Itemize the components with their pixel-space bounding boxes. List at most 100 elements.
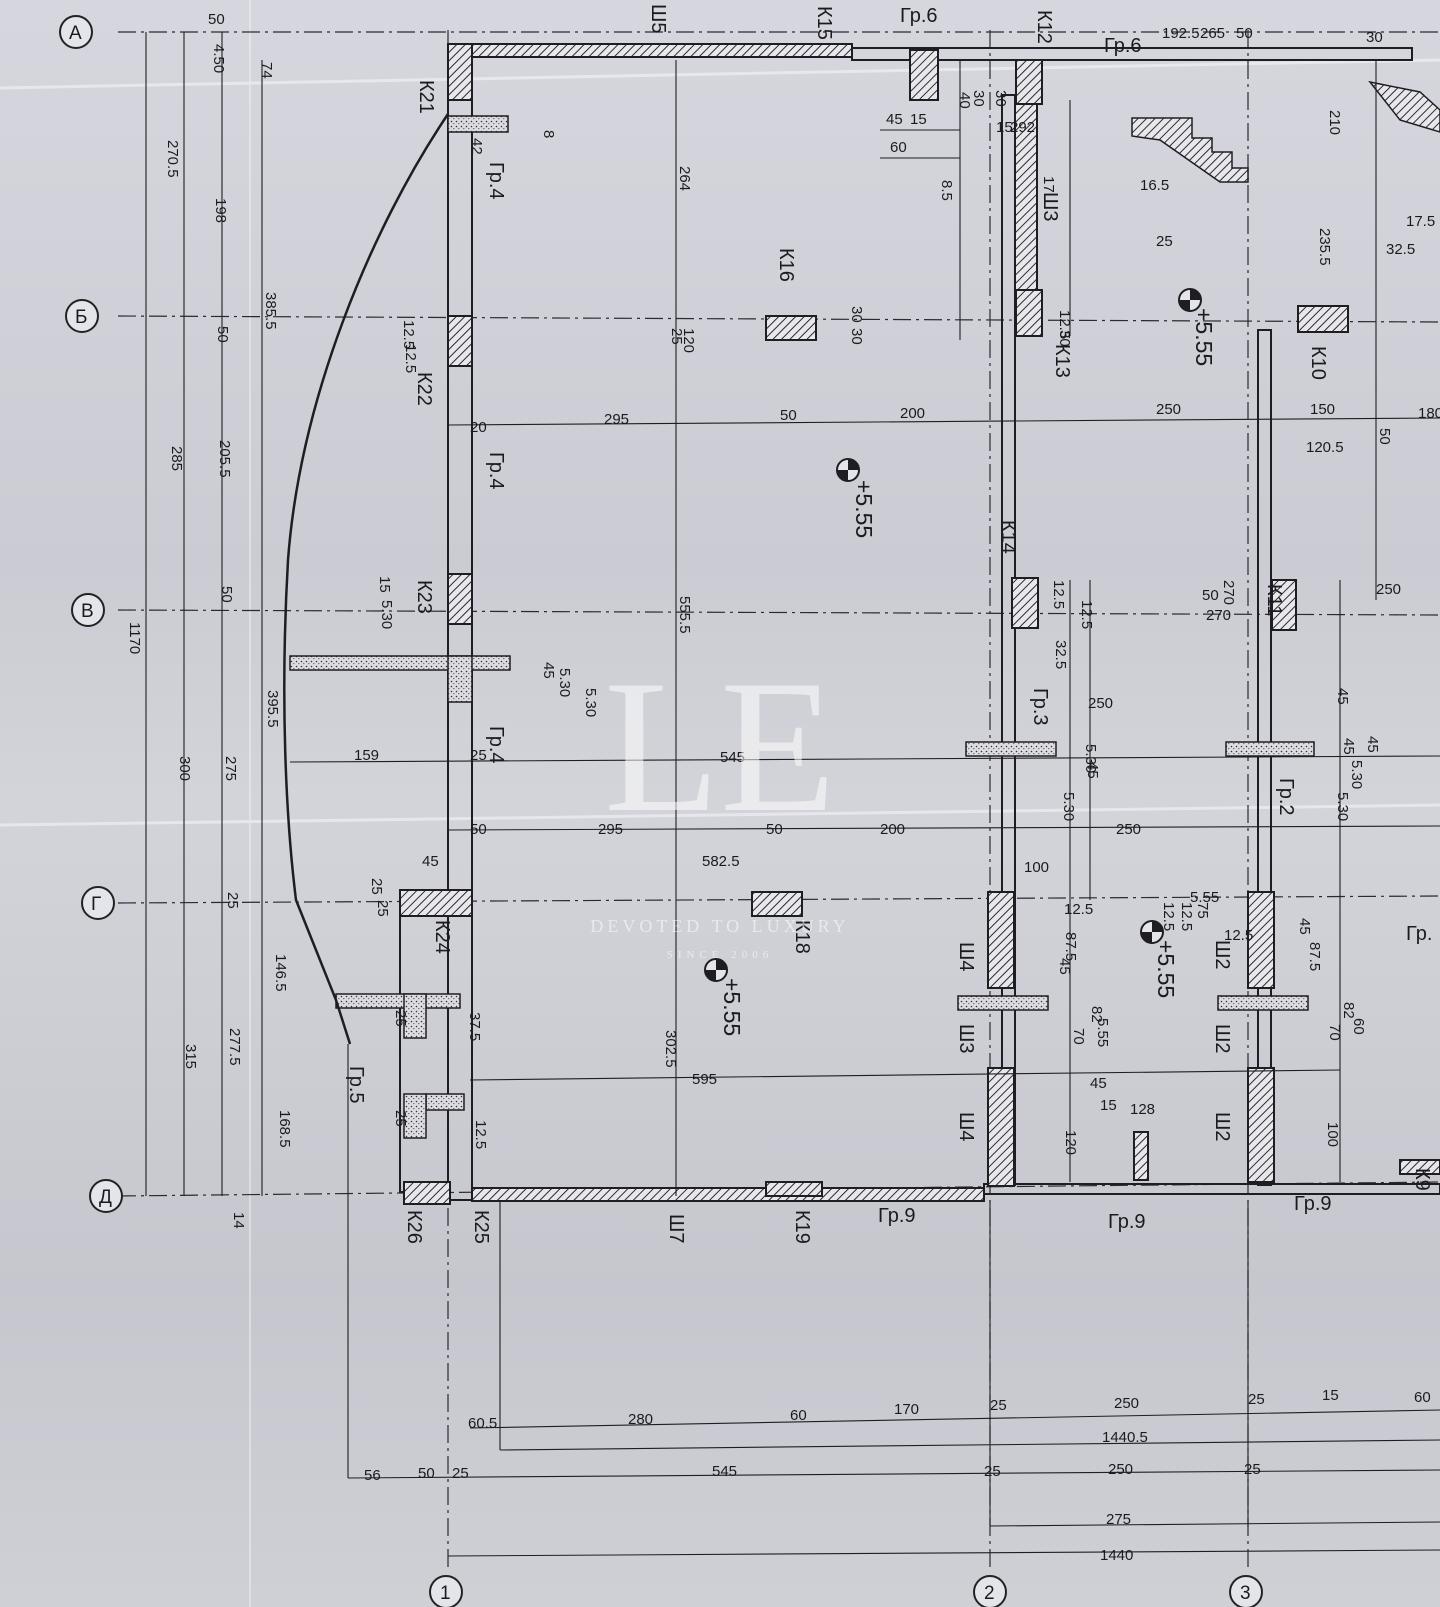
watermark-monogram: LE xyxy=(604,642,836,852)
dimension-text: 45 xyxy=(1090,1075,1107,1092)
dimension-text: 292 xyxy=(1010,119,1035,136)
dimension-text: 5.55 xyxy=(1094,1018,1111,1047)
wall-tag: Ш4 xyxy=(955,942,977,971)
dimension-text: 264 xyxy=(676,166,693,191)
dimension-text: 45 xyxy=(886,111,903,128)
dimension-text: 150 xyxy=(1310,401,1335,418)
dimension-text: 60 xyxy=(1350,1018,1367,1035)
dimension-text: 70 xyxy=(1326,1024,1343,1041)
dimension-lines xyxy=(145,32,1440,1557)
dimension-text: 50 xyxy=(470,821,487,838)
group-tag: Гр.6 xyxy=(1104,35,1142,57)
column-tag: К16 xyxy=(775,248,797,282)
dimension-text: 5.30 xyxy=(1334,792,1351,821)
column-tag: К9 xyxy=(1411,1168,1433,1191)
dimension-text: 25 xyxy=(392,1010,409,1027)
group-tag: Гр.9 xyxy=(878,1205,916,1227)
dimension-text: 100 xyxy=(1024,859,1049,876)
dimension-text: 555.5 xyxy=(676,596,693,634)
dimension-text: 385.5 xyxy=(262,292,279,330)
dimension-text: 300 xyxy=(176,756,193,781)
wall-tag: Ш2 xyxy=(1211,1024,1233,1053)
dimension-text: 12.5 xyxy=(1050,580,1067,609)
wall-tags: Ш5 Ш3 Ш4 Ш3 Ш4 Ш7 Ш2 Ш2 Ш2 xyxy=(647,4,1233,1243)
column-tag: К12 xyxy=(1033,10,1055,44)
dimension-text: 25 xyxy=(374,900,391,917)
dimension-text: 5.30 xyxy=(1060,792,1077,821)
group-tag: Гр.5 xyxy=(345,1066,367,1104)
level-marker: +5.55 xyxy=(1140,920,1179,998)
dimension-text: 277.5 xyxy=(226,1028,243,1066)
column-tags: К21 К22 К23 К24 К26 К25 К16 К18 К19 К12 … xyxy=(403,6,1433,1244)
columns xyxy=(399,43,1349,1205)
dimension-text: 50 xyxy=(218,586,235,603)
dimension-text: 4.50 xyxy=(210,44,227,73)
group-tag: Гр.9 xyxy=(1294,1193,1332,1215)
dimension-text: 120 xyxy=(680,328,697,353)
dimension-text: 250 xyxy=(1156,401,1181,418)
dimension-text: 545 xyxy=(712,1463,737,1480)
dimension-text: 25 xyxy=(224,892,241,909)
dimension-text: 20 xyxy=(470,419,487,436)
grid-col-label: 1 xyxy=(440,1583,451,1604)
group-tag: Гр.4 xyxy=(485,452,507,490)
dimension-text: 50 xyxy=(1376,428,1393,445)
dimension-text: 295 xyxy=(598,821,623,838)
dimension-text: 45 xyxy=(1340,738,1357,755)
dimension-text: 250 xyxy=(1376,581,1401,598)
dimension-text: 42 xyxy=(468,138,485,155)
level-value: +5.55 xyxy=(719,978,745,1036)
dimension-text: 12.5 xyxy=(400,320,417,349)
dimension-text: 146.5 xyxy=(272,954,289,992)
dimension-text: 198 xyxy=(212,198,229,223)
dimension-text: 25 xyxy=(368,878,385,895)
dimension-text: 45 xyxy=(1084,762,1101,779)
dimension-text: 74 xyxy=(258,62,275,79)
watermark: LE DEVOTED TO LUXURY SINCE 2006 xyxy=(590,642,849,961)
dimension-text: 8 xyxy=(540,130,557,138)
dimension-text: 25 xyxy=(1248,1391,1265,1408)
dimension-text: 200 xyxy=(900,405,925,422)
dimension-text: 159 xyxy=(354,747,379,764)
group-tag: Гр. xyxy=(1406,923,1432,945)
dimension-text: 12.5 xyxy=(1078,600,1095,629)
column-tag: К19 xyxy=(791,1210,813,1244)
dimension-text: 75 xyxy=(1194,902,1211,919)
dimension-texts-center: 264 555.5 582.5 302.5 295 50 200 250 150… xyxy=(354,166,1440,1088)
dimension-text: 280 xyxy=(628,1411,653,1428)
dimension-text: 250 xyxy=(1088,695,1113,712)
watermark-tagline: DEVOTED TO LUXURY xyxy=(590,916,849,936)
column-tag: К15 xyxy=(813,6,835,40)
dimension-text: 295 xyxy=(604,411,629,428)
column-tag: К18 xyxy=(791,920,813,954)
dimension-text: 70 xyxy=(1070,1028,1087,1045)
dimension-text: 5.30 xyxy=(556,668,573,697)
dimension-text: 45 xyxy=(1056,958,1073,975)
dimension-text: 168.5 xyxy=(276,1110,293,1148)
grid-col-label: 2 xyxy=(984,1583,995,1604)
dimension-text: 30 xyxy=(1366,29,1383,46)
column-tag: К21 xyxy=(415,80,437,114)
group-tag: Гр.4 xyxy=(485,726,507,764)
dimension-text: 180 xyxy=(1418,405,1440,422)
dimension-text: 50 xyxy=(1236,25,1253,42)
dimension-text: 25 xyxy=(990,1397,1007,1414)
dimension-text: 5.55 xyxy=(1190,889,1219,906)
dimension-text: 250 xyxy=(1114,1395,1139,1412)
dimension-text: 15 xyxy=(910,111,927,128)
dimension-text: 30 xyxy=(1056,330,1073,347)
dimension-text: 12.5 xyxy=(402,344,419,373)
column-tag: К13 xyxy=(1051,344,1073,378)
dimension-text: 30 xyxy=(970,90,987,107)
wall-tag: Ш3 xyxy=(1039,192,1061,221)
dimension-text: 60 xyxy=(1414,1389,1431,1406)
dimension-text: 302.5 xyxy=(662,1030,679,1068)
dimension-text: 16.5 xyxy=(1140,177,1169,194)
grid-row-label: В xyxy=(81,601,94,622)
dimension-text: 50 xyxy=(208,11,225,28)
dimension-text: 17 xyxy=(1040,176,1057,193)
dimension-text: 12.5 xyxy=(472,1120,489,1149)
